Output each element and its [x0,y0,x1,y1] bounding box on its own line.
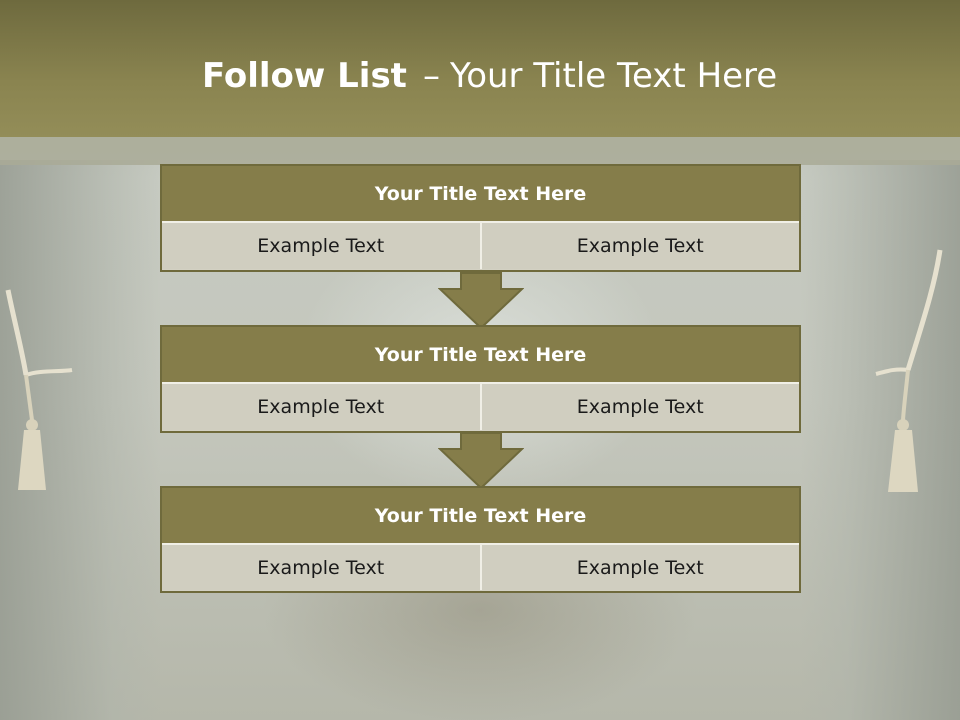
flow-block-cell-right: Example Text [481,384,799,430]
slide-title-separator: – [422,56,440,96]
down-arrow-icon [438,432,524,490]
slide-title: Follow List–Your Title Text Here [0,52,960,100]
flow-block-cell-left: Example Text [162,384,482,430]
flow-block-row: Example Text Example Text [162,223,799,269]
flow-block-cell-right: Example Text [481,545,799,590]
flow-block-title: Your Title Text Here [162,488,799,545]
flow-block-title: Your Title Text Here [162,327,799,384]
slide-title-bold: Follow List [202,56,407,96]
header-strip [0,137,960,165]
down-arrow-icon [438,272,524,330]
flow-block-2: Your Title Text Here Example Text Exampl… [160,325,801,433]
flow-block-row: Example Text Example Text [162,545,799,590]
tassel-left-icon [5,289,73,490]
flow-block-title: Your Title Text Here [162,166,799,223]
flow-block-cell-left: Example Text [162,545,482,590]
flow-block-row: Example Text Example Text [162,384,799,430]
slide-title-rest: Your Title Text Here [449,56,778,96]
header-band [0,0,960,137]
tassel-right-icon [875,249,943,492]
flow-block-3: Your Title Text Here Example Text Exampl… [160,486,801,593]
flow-block-cell-left: Example Text [162,223,482,269]
flow-block-cell-right: Example Text [481,223,799,269]
flow-block-1: Your Title Text Here Example Text Exampl… [160,164,801,272]
curtain-right [800,160,960,720]
